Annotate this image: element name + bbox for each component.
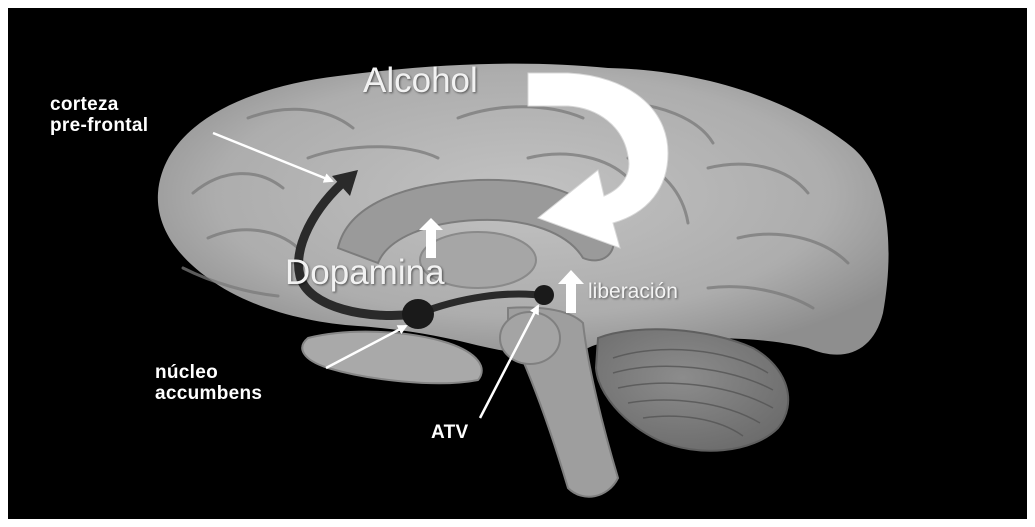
cerebellum <box>596 329 788 450</box>
nucleus-accumbens-node <box>402 299 434 329</box>
prefrontal-cortex-label-line1: corteza <box>50 95 119 114</box>
nucleus-accumbens-label-line1: núcleo <box>155 363 218 382</box>
dopamine-label: Dopamina <box>285 255 445 290</box>
alcohol-label: Alcohol <box>363 63 478 98</box>
diagram-frame: Alcohol corteza pre-frontal Dopamina lib… <box>8 8 1027 519</box>
nucleus-accumbens-label-line2: accumbens <box>155 384 262 403</box>
release-label: liberación <box>588 281 678 302</box>
prefrontal-cortex-label-line2: pre-frontal <box>50 116 148 135</box>
vta-label: ATV <box>431 423 469 442</box>
vta-node <box>534 285 554 305</box>
brain-diagram <box>8 8 1027 519</box>
